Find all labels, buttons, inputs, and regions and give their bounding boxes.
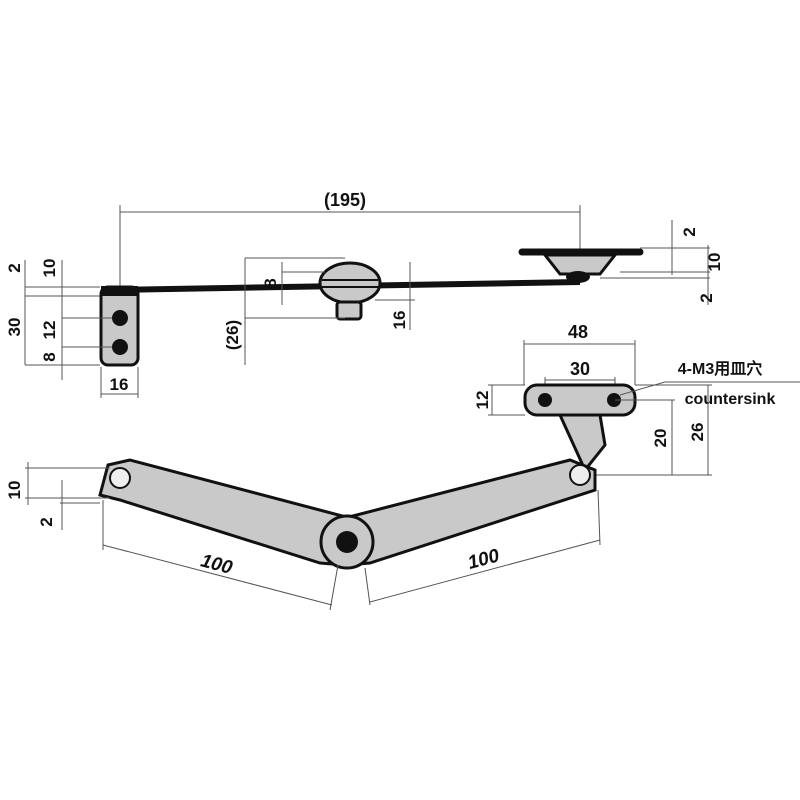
dim-mount-bottom: 2 bbox=[697, 293, 716, 302]
overall-length-dimension: (195) bbox=[119, 190, 581, 290]
top-view bbox=[99, 248, 644, 367]
dim-bracket-top-offset: 2 bbox=[5, 263, 24, 272]
knob-boss bbox=[335, 300, 363, 321]
dim-knob-offset: 8 bbox=[261, 278, 280, 287]
top-view-dimensions: 2 10 30 12 8 16 8 (26) 16 2 10 2 bbox=[5, 220, 724, 398]
dim-pivot-offset: 20 bbox=[651, 429, 670, 448]
dim-plate-width: 48 bbox=[568, 322, 588, 342]
dim-left-arm-length: 100 bbox=[198, 550, 234, 579]
right-pivot bbox=[569, 464, 591, 486]
center-knob bbox=[318, 261, 382, 305]
arm-view: 10 2 100 100 bbox=[5, 458, 601, 611]
note-countersink-jp: 4-M3用皿穴 bbox=[678, 359, 762, 378]
right-arm bbox=[343, 458, 597, 567]
dim-knob-depth: 16 bbox=[390, 311, 409, 330]
dim-knob-height: (26) bbox=[223, 320, 242, 350]
dim-bracket-height: 30 bbox=[5, 318, 24, 337]
dim-hole-bottom: 8 bbox=[40, 352, 59, 361]
left-pivot bbox=[109, 467, 131, 489]
note-countersink-en: countersink bbox=[685, 391, 776, 408]
overall-length-label: (195) bbox=[324, 190, 366, 210]
dim-arm-end-offset: 2 bbox=[37, 517, 56, 526]
dim-arm-end-height: 10 bbox=[5, 481, 24, 500]
countersink-hole-left bbox=[538, 393, 552, 407]
mount-body bbox=[541, 253, 619, 276]
dim-total-height: 26 bbox=[688, 423, 707, 442]
dim-hole-pitch: 12 bbox=[40, 321, 59, 340]
mount-dome bbox=[566, 271, 590, 283]
bracket-hole-upper bbox=[112, 310, 128, 326]
dim-mount-thickness: 10 bbox=[705, 253, 724, 272]
countersink-hole-right bbox=[607, 393, 621, 407]
dim-bracket-thickness: 10 bbox=[40, 259, 59, 278]
dim-right-arm-length: 100 bbox=[466, 545, 502, 574]
plate-view: 48 30 4-M3用皿穴 countersink 12 20 26 bbox=[473, 322, 800, 476]
dim-hole-spacing: 30 bbox=[570, 359, 590, 379]
dim-bracket-width: 16 bbox=[110, 375, 129, 394]
center-pivot-pin bbox=[336, 531, 358, 553]
bracket-hole-lower bbox=[112, 339, 128, 355]
left-arm bbox=[98, 458, 352, 567]
left-bracket-top bbox=[101, 286, 138, 296]
dim-mount-top: 2 bbox=[680, 227, 699, 236]
dim-plate-height: 12 bbox=[473, 391, 492, 410]
